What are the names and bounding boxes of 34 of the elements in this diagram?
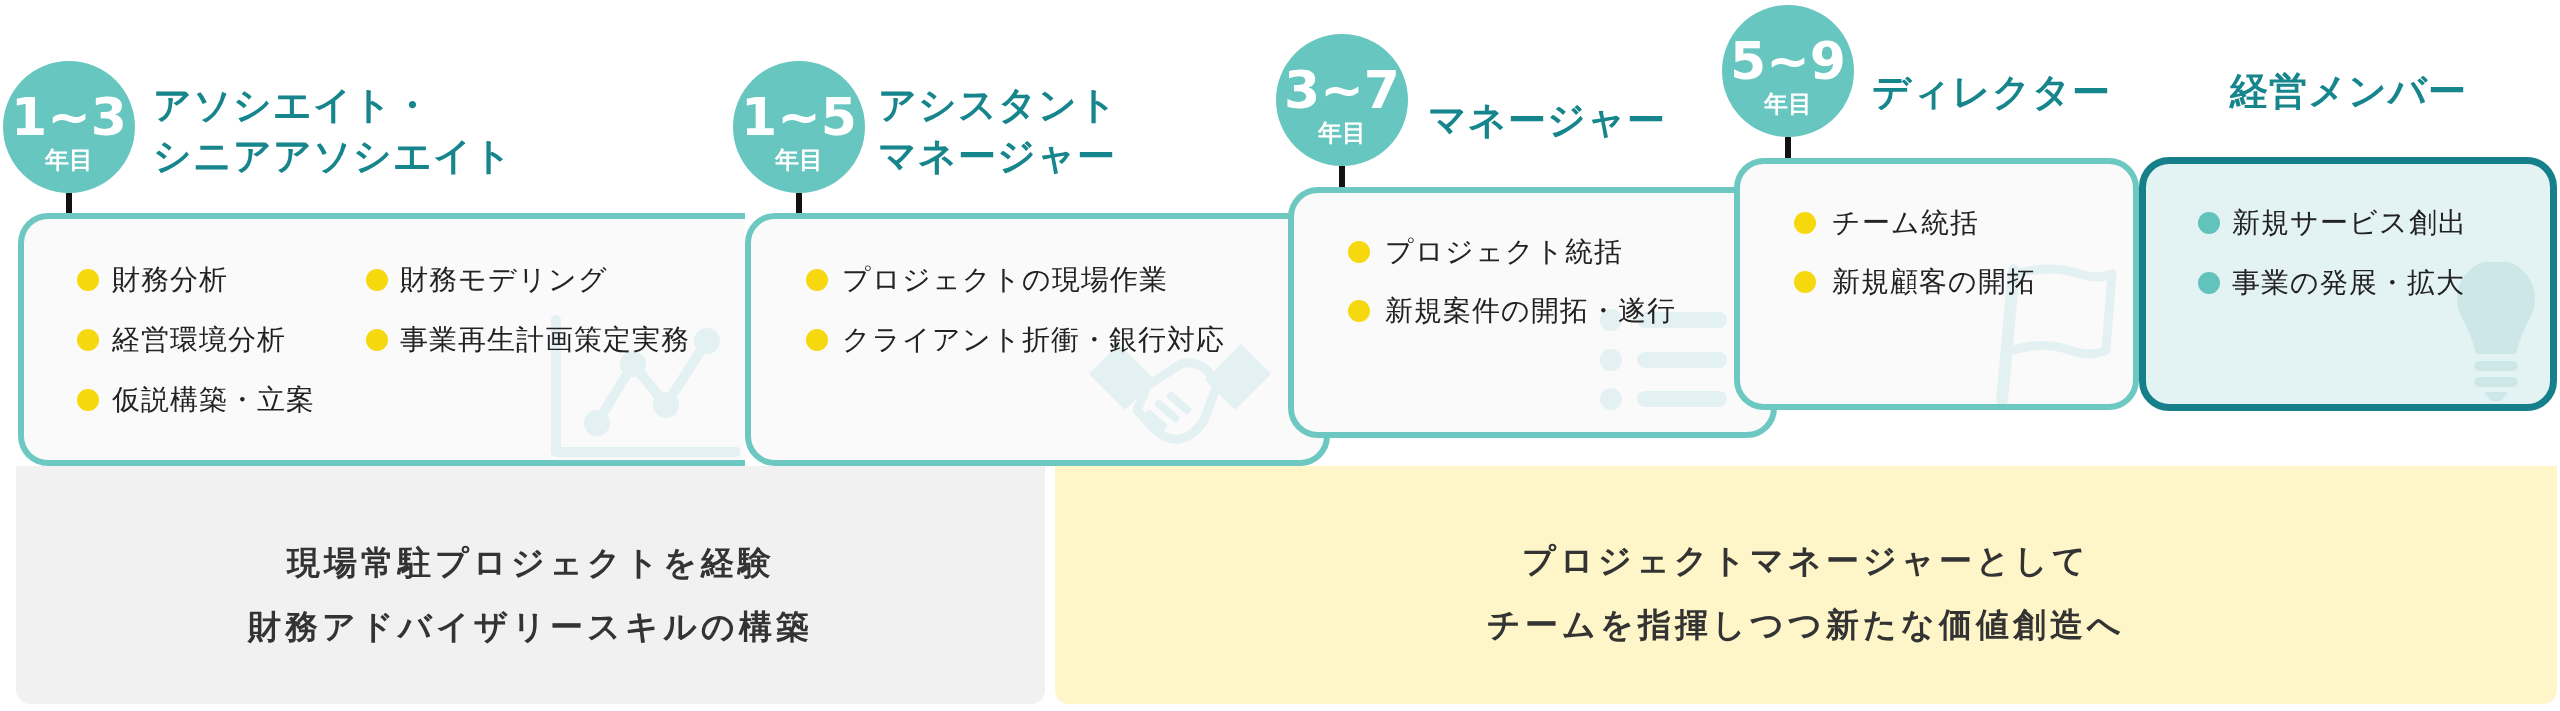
skill-item: クライアント折衝・銀行対応 <box>842 322 1225 358</box>
stage-title: マネージャー <box>1428 97 1666 144</box>
summary-text: 現場常駐プロジェクトを経験財務アドバイザリースキルの構築 <box>248 542 813 648</box>
year-unit: 年目 <box>1318 119 1366 147</box>
year-unit: 年目 <box>1764 90 1812 118</box>
year-unit: 年目 <box>775 146 823 174</box>
skill-item: 仮説構築・立案 <box>112 382 315 418</box>
summary-band <box>16 466 1045 704</box>
stage-title: アシスタントマネージャー <box>878 82 1118 180</box>
connector-line <box>1785 137 1791 158</box>
year-range: 1~3 <box>11 89 127 145</box>
year-range: 1~5 <box>741 89 857 145</box>
skill-item: 財務モデリング <box>400 262 608 298</box>
skill-item: 新規案件の開拓・遂行 <box>1385 293 1676 329</box>
skill-item: 事業再生計画策定実務 <box>400 322 690 358</box>
year-unit: 年目 <box>45 146 93 174</box>
connector-line <box>66 193 72 213</box>
skill-item: チーム統括 <box>1832 205 1979 241</box>
summary-band <box>1055 466 2557 704</box>
summary-text: プロジェクトマネージャーとしてチームを指揮しつつ新たな価値創造へ <box>1487 540 2125 646</box>
skill-item: 新規サービス創出 <box>2232 205 2467 241</box>
connector-line <box>796 193 802 213</box>
connector-line <box>1339 166 1345 187</box>
skill-item: 事業の発展・拡大 <box>2232 265 2465 301</box>
skill-item: 経営環境分析 <box>112 322 286 358</box>
skill-item: 新規顧客の開拓 <box>1832 264 2036 300</box>
stage-title: アソシエイト・シニアアソシエイト <box>153 82 513 180</box>
year-range: 3~7 <box>1284 62 1400 118</box>
stage-title: ディレクター <box>1872 69 2111 116</box>
skill-item: プロジェクト統括 <box>1385 234 1623 270</box>
stage-title: 経営メンバー <box>2229 68 2467 115</box>
year-range: 5~9 <box>1730 33 1846 89</box>
skill-item: 財務分析 <box>112 262 228 298</box>
skill-item: プロジェクトの現場作業 <box>842 262 1168 298</box>
